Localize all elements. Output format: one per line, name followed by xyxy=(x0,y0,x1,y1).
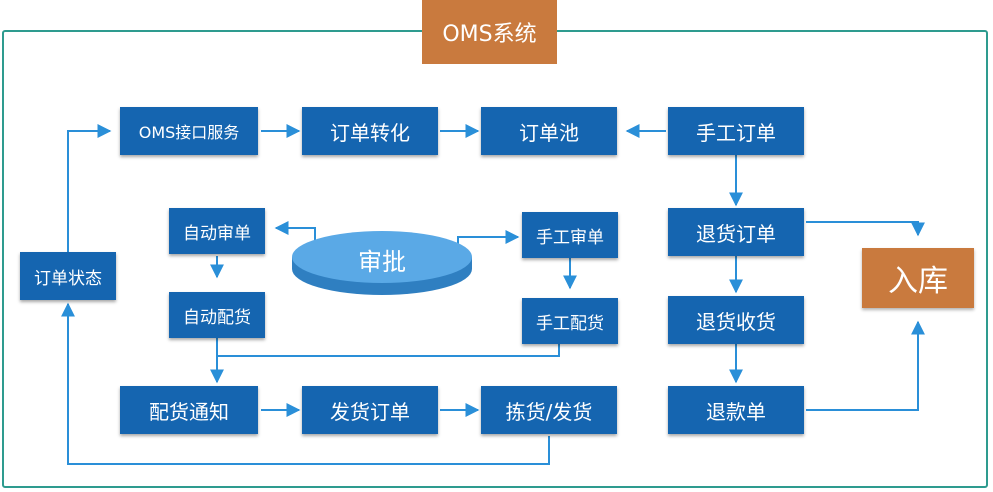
arrow-return-to-warehouse xyxy=(806,221,925,237)
order-status-node[interactable]: 订单状态 xyxy=(20,252,116,300)
allocate-notice-node[interactable]: 配货通知 xyxy=(120,386,258,434)
order-convert-node[interactable]: 订单转化 xyxy=(302,107,438,155)
arrow-approval-to-manual xyxy=(457,230,520,245)
ship-order-node[interactable]: 发货订单 xyxy=(302,386,438,434)
arrow-status-to-oms xyxy=(67,124,112,252)
return-order-node[interactable]: 退货订单 xyxy=(668,208,804,256)
arrow-approval-to-auto xyxy=(274,221,316,245)
manual-order-node[interactable]: 手工订单 xyxy=(668,107,804,155)
manual-review-node[interactable]: 手工审单 xyxy=(522,212,618,258)
arrow-refund-to-warehouse xyxy=(806,320,925,411)
manual-allocate-node[interactable]: 手工配货 xyxy=(522,298,618,344)
order-pool-node[interactable]: 订单池 xyxy=(481,107,617,155)
return-receive-node[interactable]: 退货收货 xyxy=(668,296,804,344)
approval-label: 审批 xyxy=(358,247,406,276)
refund-node[interactable]: 退款单 xyxy=(668,386,804,434)
auto-review-node[interactable]: 自动审单 xyxy=(169,208,265,254)
system-title: OMS系统 xyxy=(422,0,557,64)
pick-ship-node[interactable]: 拣货/发货 xyxy=(481,386,617,434)
approval-disk xyxy=(292,231,472,295)
line-merge xyxy=(216,338,560,357)
auto-allocate-node[interactable]: 自动配货 xyxy=(169,292,265,338)
warehouse-in-node[interactable]: 入库 xyxy=(862,248,974,308)
arrow-pick-to-status xyxy=(61,302,550,465)
oms-interface-service-node[interactable]: OMS接口服务 xyxy=(120,107,258,155)
